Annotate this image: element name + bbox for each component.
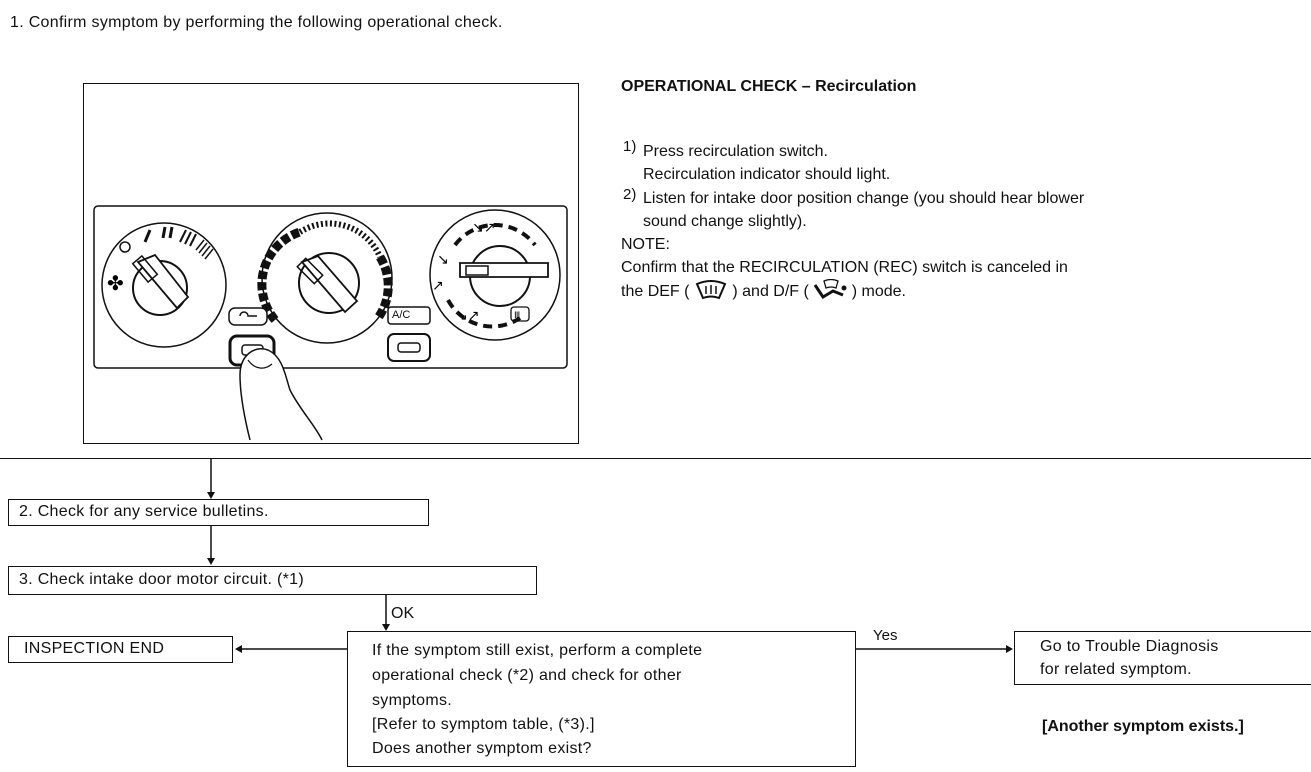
step2-label: 2. Check for any service bulletins.: [19, 503, 269, 520]
item2-line1: Listen for intake door position change (…: [643, 190, 1085, 207]
decision-line1: If the symptom still exist, perform a co…: [372, 642, 703, 659]
note-line1: Confirm that the RECIRCULATION (REC) swi…: [621, 259, 1068, 276]
goto-line2: for related symptom.: [1040, 661, 1192, 678]
goto-line1: Go to Trouble Diagnosis: [1040, 638, 1219, 655]
item1-line1: Press recirculation switch.: [643, 143, 828, 160]
defrost-icon: [695, 280, 727, 300]
note-line2-part3: ) mode.: [851, 283, 906, 301]
step3-box: [8, 566, 537, 595]
ok-label: OK: [391, 605, 415, 622]
step2-box: [8, 499, 429, 526]
decision-line2: operational check (*2) and check for oth…: [372, 667, 682, 684]
note-line2-part1: the DEF (: [621, 283, 690, 301]
svg-text:↗: ↗: [432, 278, 444, 294]
yes-label: Yes: [873, 627, 898, 644]
svg-text:Ⅲ: Ⅲ: [514, 311, 520, 321]
item2-line2: sound change slightly).: [643, 213, 807, 230]
note-label: NOTE:: [621, 236, 670, 253]
svg-text:↘: ↘: [437, 252, 449, 268]
svg-text:↘↗: ↘↗: [456, 308, 479, 324]
decision-line5: Does another symptom exist?: [372, 740, 592, 757]
item1-line2: Recirculation indicator should light.: [643, 166, 891, 183]
operational-check-title: OPERATIONAL CHECK – Recirculation: [621, 78, 917, 95]
decision-box: [347, 631, 856, 767]
step1-label: 1. Confirm symptom by performing the fol…: [10, 14, 503, 31]
note-line2-part2: ) and D/F (: [732, 283, 809, 301]
goto-box: [1014, 631, 1311, 685]
note-line2: the DEF ( ) and D/F ( ) mode.: [621, 279, 906, 303]
svg-text:↘↗: ↘↗: [472, 220, 495, 236]
fan-speed-dial: ✤: [101, 222, 227, 348]
decision-line3: symptoms.: [372, 692, 453, 709]
mode-dial: ↘↗ ↘ ↗ ↘↗ Ⅲ: [429, 209, 561, 341]
step3-label: 3. Check intake door motor circuit. (*1): [19, 571, 304, 588]
another-symptom-label: [Another symptom exists.]: [1042, 718, 1244, 735]
ac-switch-label: A/C: [392, 309, 411, 321]
ac-switch: [387, 306, 431, 362]
item1-number: 1): [623, 138, 637, 155]
item2-number: 2): [623, 186, 637, 203]
temperature-dial: [257, 212, 393, 344]
finger-pressing-switch: [239, 348, 323, 441]
inspection-end-label: INSPECTION END: [24, 640, 165, 657]
decision-line4: [Refer to symptom table, (*3).]: [372, 716, 595, 733]
svg-text:✤: ✤: [107, 271, 124, 295]
defrost-floor-icon: [814, 279, 847, 300]
inspection-end-box: [8, 636, 233, 663]
